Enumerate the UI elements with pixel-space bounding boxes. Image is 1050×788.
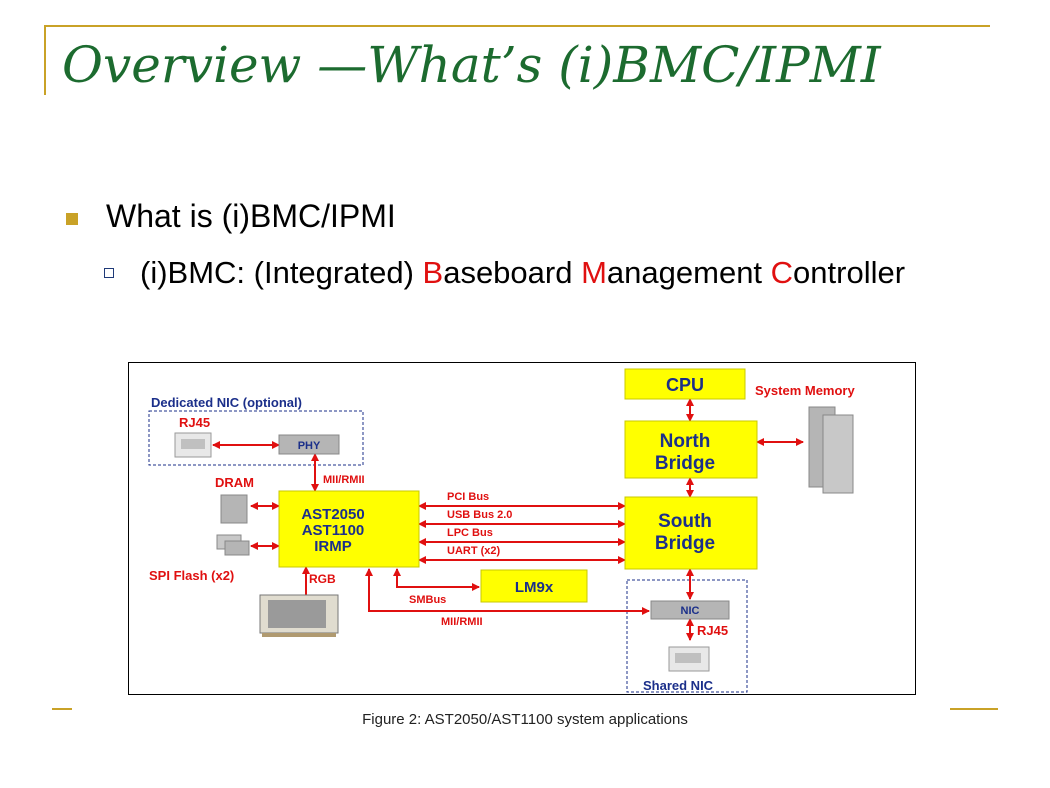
hollow-square-bullet-icon <box>104 268 114 278</box>
north-bridge-block <box>624 420 758 479</box>
south-bridge-label-1: South <box>658 511 712 532</box>
system-memory-label: System Memory <box>755 383 855 398</box>
figure-caption: Figure 2: AST2050/AST1100 system applica… <box>362 711 688 728</box>
usb-bus-label: USB Bus 2.0 <box>447 509 512 521</box>
cpu-label: CPU <box>666 375 704 395</box>
rj45-connector-icon <box>668 646 710 672</box>
smbus-label: SMBus <box>409 594 446 606</box>
bullet-level2: (i)BMC: (Integrated) Baseboard Managemen… <box>104 254 924 292</box>
diagram-svg: CPU North Bridge South Bridge AST2050 AS… <box>148 368 855 693</box>
dedicated-nic-box <box>148 410 364 466</box>
dram-label: DRAM <box>215 475 254 490</box>
dram-icon <box>220 494 248 524</box>
north-bridge-label-1: North <box>660 431 711 452</box>
chip-label-1: AST2050 <box>301 506 364 523</box>
initial-m: M <box>581 255 607 290</box>
square-bullet-icon <box>66 213 78 225</box>
phy-label: PHY <box>298 440 321 452</box>
mii-rmii-bottom-label: MII/RMII <box>441 616 483 628</box>
uart-label: UART (x2) <box>447 545 501 557</box>
nic-block <box>650 600 730 620</box>
south-bridge-label-2: Bridge <box>655 533 715 554</box>
mii-rmii-bottom-line <box>365 568 650 615</box>
spi-flash-icon <box>216 534 250 556</box>
slide-title: Overview —What’s (i)BMC/IPMI <box>62 36 881 94</box>
baseboard-rest: aseboard <box>443 255 582 290</box>
north-bridge-label-2: Bridge <box>655 453 715 474</box>
smbus-line <box>393 568 480 591</box>
rgb-label: RGB <box>309 572 336 586</box>
lm9x-block <box>480 569 588 603</box>
rj45-connector-icon <box>174 432 212 458</box>
chip-label-2: AST1100 <box>302 522 365 539</box>
monitor-icon <box>259 594 339 637</box>
bottom-left-rule <box>52 708 72 710</box>
spi-flash-label: SPI Flash (x2) <box>149 568 234 583</box>
initial-b: B <box>422 255 444 290</box>
lm9x-label: LM9x <box>515 579 554 596</box>
dedicated-nic-label: Dedicated NIC (optional) <box>151 395 302 410</box>
management-rest: anagement <box>606 255 771 290</box>
nic-label: NIC <box>681 605 700 617</box>
mii-rmii-top-label: MII/RMII <box>323 474 365 486</box>
south-bridge-block <box>624 496 758 570</box>
bullet-level1-text: What is (i)BMC/IPMI <box>106 198 396 234</box>
top-rule <box>44 25 990 27</box>
chip-label-3: IRMP <box>314 538 352 555</box>
cpu-block <box>624 368 746 400</box>
shared-nic-box <box>626 579 748 693</box>
bmc-prefix: (i)BMC: (Integrated) <box>140 255 423 290</box>
system-diagram: CPU North Bridge South Bridge AST2050 AS… <box>128 362 916 695</box>
controller-rest: ontroller <box>793 255 906 290</box>
system-memory-icon <box>808 406 854 494</box>
rj45-top-label: RJ45 <box>179 415 210 430</box>
left-rule <box>44 25 46 95</box>
lpc-bus-label: LPC Bus <box>447 527 493 539</box>
pci-bus-label: PCI Bus <box>447 491 489 503</box>
bullet-level2-text: (i)BMC: (Integrated) Baseboard Managemen… <box>140 254 924 292</box>
shared-nic-label: Shared NIC <box>643 678 714 693</box>
bottom-right-rule <box>950 708 998 710</box>
phy-block <box>278 434 340 455</box>
initial-c: C <box>770 255 794 290</box>
rj45-bottom-label: RJ45 <box>697 623 728 638</box>
ast-chip-block <box>278 490 420 568</box>
